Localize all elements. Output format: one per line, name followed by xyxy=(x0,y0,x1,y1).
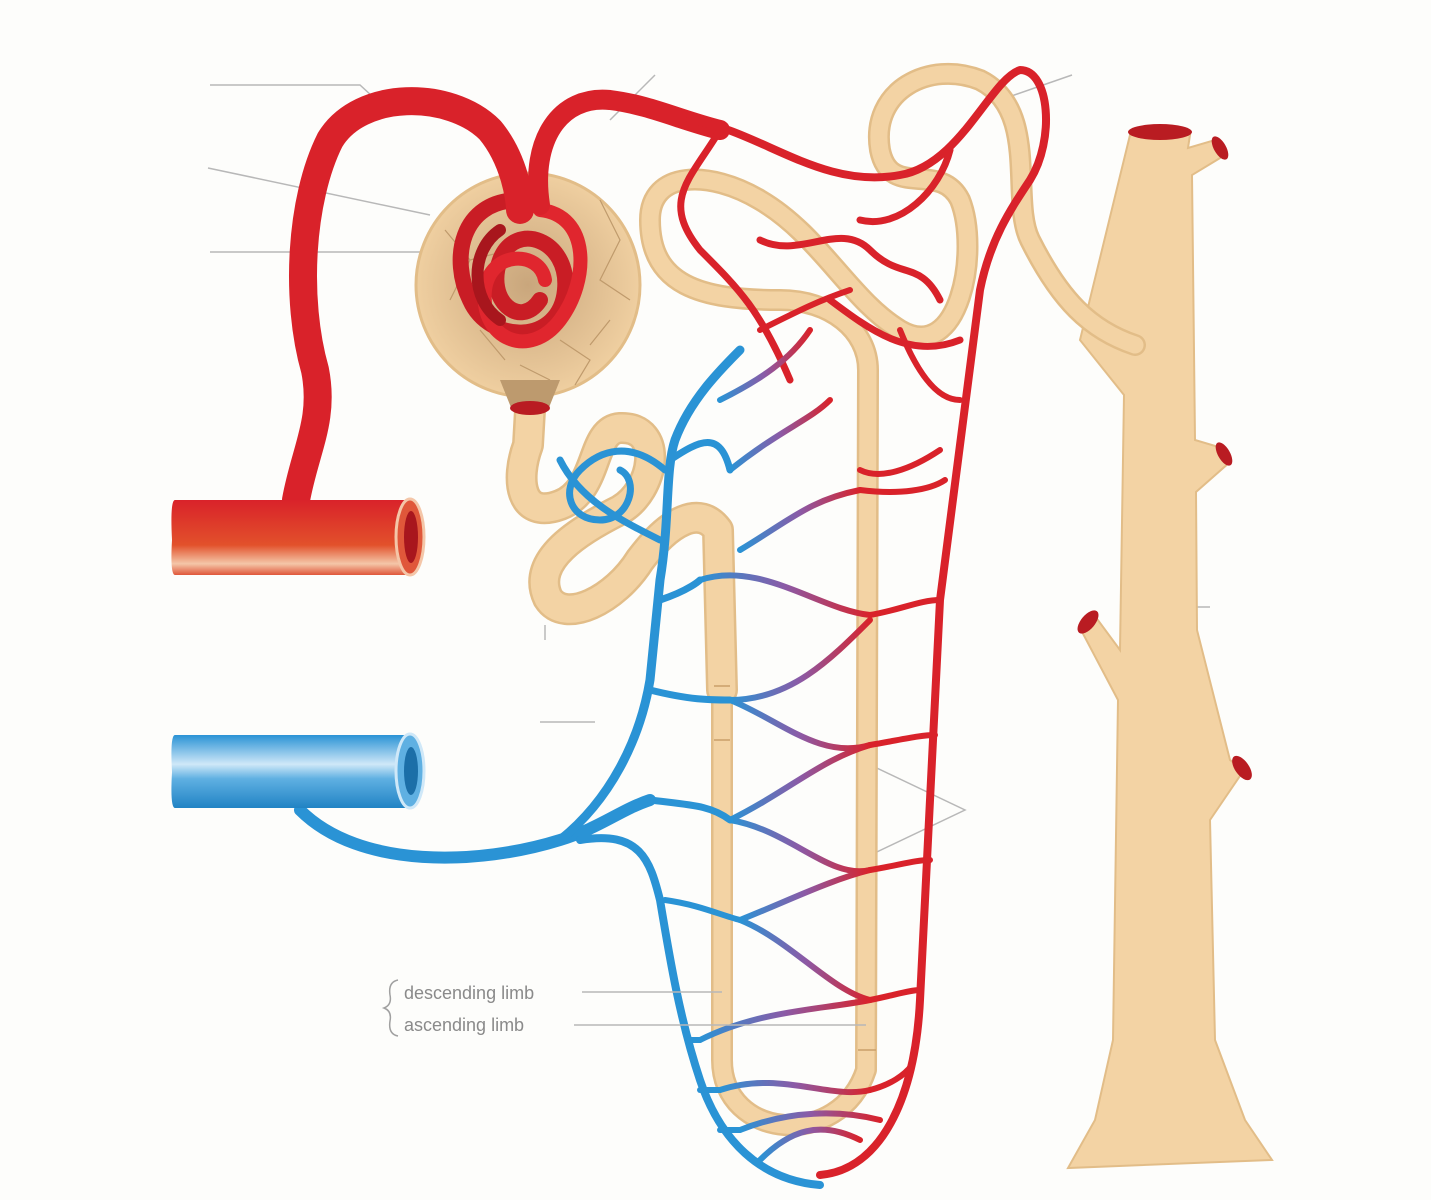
renal-artery xyxy=(171,497,426,577)
capsule-outlet xyxy=(510,401,550,415)
renal-artery-branch xyxy=(282,87,534,514)
label-brace xyxy=(381,979,399,1037)
efferent-arteriole xyxy=(528,89,730,215)
descending-limb-label: descending limb xyxy=(404,983,534,1003)
duct-branch-opening xyxy=(1211,136,1229,160)
venous-vessels xyxy=(294,345,824,1189)
arterial-vessels xyxy=(282,66,1050,1179)
transition-capillaries xyxy=(697,327,883,1163)
renal-vein xyxy=(171,732,426,810)
glomerulus-icon xyxy=(452,192,588,349)
ascending-limb-label: ascending limb xyxy=(404,1015,524,1035)
duct-branch-opening xyxy=(1232,755,1252,781)
collecting-duct xyxy=(1066,124,1274,1170)
duct-branch-opening xyxy=(1215,442,1233,466)
renal-vein-branch xyxy=(294,794,656,864)
duct-opening xyxy=(1128,124,1192,140)
limb-labels: descending limb ascending limb xyxy=(381,979,866,1037)
duct-branch-opening xyxy=(1077,610,1099,634)
